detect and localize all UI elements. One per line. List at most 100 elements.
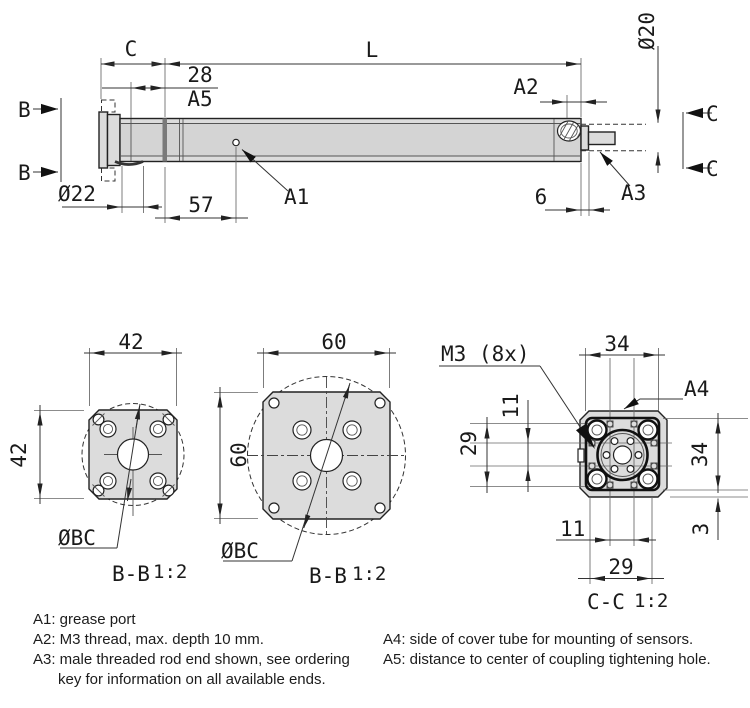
rear-flange-plate	[584, 416, 661, 492]
legend-a4: A4: side of cover tube for mounting of s…	[383, 631, 694, 648]
dim-60-left: 60	[214, 387, 258, 524]
dim-42-top-label: 42	[118, 330, 143, 354]
dim-28-label: 28	[187, 63, 212, 87]
dim-dia20-label: Ø20	[635, 12, 659, 50]
dim-42-left-label: 42	[7, 442, 31, 467]
dim-28-a5: 28 A5	[102, 63, 218, 118]
dim-34-top-label: 34	[604, 332, 629, 356]
dim-34-top: 34	[579, 332, 665, 358]
tube-mid-band	[121, 123, 580, 156]
m3-leader-arrow	[576, 424, 595, 449]
dim-57-label: 57	[188, 193, 213, 217]
dim-c-label: C	[125, 37, 138, 61]
coupling-band	[162, 118, 167, 162]
center-bore	[116, 438, 150, 471]
m3-thread-holes	[588, 420, 658, 489]
dim-11-bottom-label: 11	[560, 517, 585, 541]
dim-57: 57	[155, 147, 248, 223]
dim-29-left-label: 29	[457, 431, 481, 456]
corner-holes-60	[268, 397, 386, 514]
dim-29-bottom: 29	[578, 555, 664, 582]
dim-dia22-label: Ø22	[58, 182, 96, 206]
dim-11-left-label: 11	[499, 393, 523, 418]
section-view-bb-large: ØBC 60 60 B-B 1:2	[214, 330, 406, 588]
dim-34-right: 34	[688, 413, 721, 493]
caption-bb-small: B-B	[112, 562, 150, 586]
cover-tube	[114, 117, 582, 166]
flange-hidden-top	[101, 99, 116, 113]
dim-11-left: 11	[499, 393, 531, 492]
leader-a3: A3	[599, 151, 646, 205]
caption-bb-large-scale: 1:2	[352, 563, 386, 585]
dim-dia20: Ø20	[635, 12, 661, 173]
dim-l: L	[165, 38, 582, 117]
threaded-rod	[587, 131, 616, 146]
bolt-circle-dashed	[81, 403, 185, 506]
label-a3: A3	[621, 181, 646, 205]
rod-collar	[580, 125, 590, 151]
dim-bc-small-label: ØBC	[58, 526, 96, 550]
mount-holes-42	[99, 420, 167, 490]
dim-60-top-label: 60	[321, 330, 346, 354]
dim-29-bottom-label: 29	[608, 555, 633, 579]
rod-end	[556, 120, 646, 152]
grease-port	[232, 138, 240, 147]
rear-corner-holes	[586, 419, 659, 490]
caption-bb-large: B-B	[309, 564, 347, 588]
rear-center-hole	[612, 445, 633, 465]
dim-a2-label: A2	[513, 75, 538, 99]
dim-34-right-label: 34	[688, 442, 712, 467]
caption-cc-scale: 1:2	[634, 590, 668, 612]
label-a4: A4	[623, 377, 709, 410]
caption-cc: C-C	[587, 590, 625, 614]
section-label-b-top: B	[18, 98, 31, 122]
flange-body	[106, 113, 121, 167]
a4-label-text: A4	[684, 377, 709, 401]
dim-60-left-label: 60	[227, 442, 251, 467]
dim-l-label: L	[366, 38, 379, 62]
m3-label-text: M3 (8x)	[441, 342, 530, 366]
dim-42-left: 42	[7, 405, 84, 504]
section-line-b: B B	[18, 98, 62, 185]
legend-a1: A1: grease port	[33, 611, 136, 628]
legend-left: A1: grease port A2: M3 thread, max. dept…	[33, 610, 350, 690]
section-view-cc: M3 (8x) A4 34 34 3	[439, 332, 748, 614]
dim-6-label: 6	[535, 185, 548, 209]
section-label-c-bottom: C	[706, 157, 719, 181]
thread-hatch	[557, 121, 581, 141]
legend-right: A4: side of cover tube for mounting of s…	[383, 630, 711, 670]
dim-11-bottom: 11	[556, 517, 656, 543]
sensor-slot	[577, 448, 585, 463]
section-label-c-top: C	[706, 102, 719, 126]
corner-screws-42	[92, 413, 175, 497]
dim-3-right: 3	[689, 498, 721, 540]
flange-hidden-bottom	[101, 167, 116, 182]
dim-bc-large: ØBC	[221, 382, 351, 563]
dim-a5-label: A5	[187, 87, 212, 111]
dim-42-top: 42	[84, 330, 182, 406]
legend-a2: A2: M3 thread, max. depth 10 mm.	[33, 631, 264, 648]
dim-dia22: Ø22	[58, 166, 162, 213]
rear-bearing-assembly	[596, 428, 649, 482]
label-m3: M3 (8x)	[439, 342, 595, 449]
section-line-c: C C	[682, 102, 719, 181]
leader-a1: A1	[241, 149, 309, 209]
bolt-circle-dashed-60	[247, 376, 406, 535]
caption-bb-small-scale: 1:2	[153, 561, 187, 583]
dim-60-top: 60	[257, 330, 396, 388]
label-a1: A1	[284, 185, 309, 209]
dim-3-label: 3	[689, 523, 713, 536]
legend-a3-line1: A3: male threaded rod end shown, see ord…	[33, 651, 350, 668]
dim-6: 6	[535, 152, 610, 216]
legend-a3-line2: key for information on all available end…	[58, 671, 326, 688]
dim-bc-large-label: ØBC	[221, 539, 259, 563]
dim-bc-small: ØBC	[58, 403, 141, 550]
flange-plate	[98, 111, 109, 169]
legend-a5: A5: distance to center of coupling tight…	[383, 651, 711, 668]
centering-spigot	[114, 160, 144, 166]
section-view-bb-small: ØBC 42 42 B-B 1:2	[7, 330, 187, 586]
main-side-view: B B	[18, 12, 719, 223]
dim-29-left: 29	[457, 417, 490, 493]
